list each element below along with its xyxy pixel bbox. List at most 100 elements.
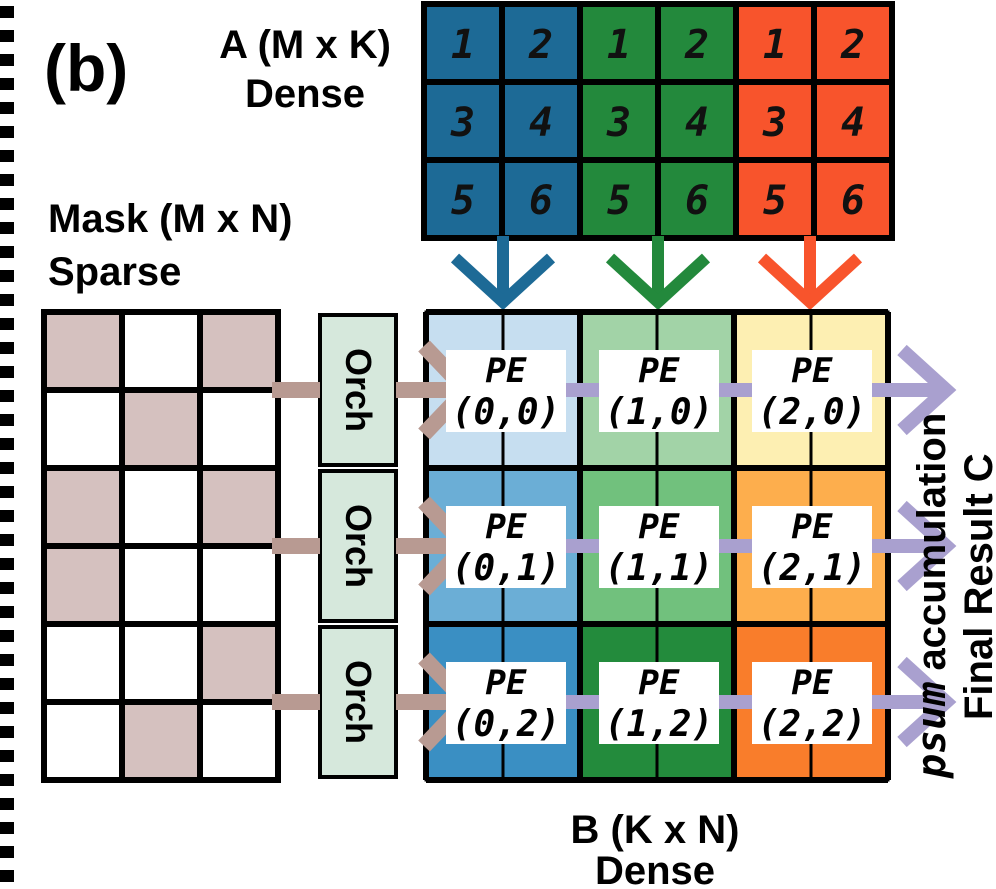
border-dash bbox=[0, 270, 14, 282]
border-dash bbox=[0, 702, 14, 714]
pe-box bbox=[599, 662, 719, 744]
pe-name: PE bbox=[792, 351, 833, 391]
pe-name: PE bbox=[792, 663, 833, 703]
mask-cell bbox=[197, 699, 281, 783]
pe-name: PE bbox=[792, 507, 833, 547]
border-dash bbox=[0, 174, 14, 186]
mask-cell bbox=[119, 543, 203, 627]
border-dash bbox=[0, 30, 14, 42]
matrix-a-cell bbox=[577, 79, 661, 163]
border-dash bbox=[0, 366, 14, 378]
matrix-a-number: 5 bbox=[607, 178, 631, 224]
border-dash bbox=[0, 726, 14, 738]
pe-box bbox=[599, 350, 719, 432]
psum-arrow-head bbox=[897, 656, 957, 748]
border-dash bbox=[0, 54, 14, 66]
pe-name: PE bbox=[639, 351, 680, 391]
pe-coord: (1,2) bbox=[605, 704, 713, 745]
mask-cell bbox=[119, 699, 203, 783]
down-arrow-head bbox=[450, 253, 556, 311]
matrix-a-number: 2 bbox=[684, 22, 709, 68]
matrix-a-subtitle: Dense bbox=[245, 72, 365, 116]
pe-name: PE bbox=[486, 663, 527, 703]
matrix-a-number: 4 bbox=[685, 100, 709, 146]
border-dash bbox=[0, 774, 14, 786]
pe-name: PE bbox=[486, 507, 527, 547]
mask-cell bbox=[41, 465, 125, 549]
border-dash bbox=[0, 414, 14, 426]
mask-cell bbox=[119, 621, 203, 705]
pe-box bbox=[446, 662, 566, 744]
dashed-border bbox=[0, 6, 14, 882]
border-dash bbox=[0, 78, 14, 90]
mask-grid bbox=[41, 309, 281, 783]
border-dash bbox=[0, 678, 14, 690]
matrix-b-subtitle: Dense bbox=[595, 849, 715, 889]
matrix-a-number: 6 bbox=[685, 178, 709, 224]
mask-cell bbox=[119, 387, 203, 471]
matrix-a-title: A (M x K) bbox=[219, 23, 391, 67]
border-dash bbox=[0, 534, 14, 546]
matrix-a-number: 3 bbox=[762, 100, 787, 146]
matrix-a-number: 6 bbox=[529, 178, 553, 224]
matrix-a-number: 3 bbox=[450, 100, 475, 146]
border-dash bbox=[0, 438, 14, 450]
border-dash bbox=[0, 318, 14, 330]
orch-label: Orch bbox=[338, 348, 379, 432]
border-dash bbox=[0, 246, 14, 258]
pe-box bbox=[599, 506, 719, 588]
orch-label: Orch bbox=[338, 504, 379, 588]
mask-cell bbox=[197, 465, 281, 549]
matrix-a-number: 6 bbox=[841, 178, 865, 224]
pe-labels: PE(0,0)PE(1,0)PE(2,0)PE(0,1)PE(1,1)PE(2,… bbox=[446, 350, 872, 745]
border-dash bbox=[0, 606, 14, 618]
matrix-a-number: 4 bbox=[529, 100, 553, 146]
psum-accumulation-label: psum accumulation bbox=[909, 413, 955, 779]
orch-label: Orch bbox=[338, 660, 379, 744]
mask-cell bbox=[41, 387, 125, 471]
pe-name: PE bbox=[639, 507, 680, 547]
border-dash bbox=[0, 870, 14, 882]
pe-coord: (1,1) bbox=[605, 548, 713, 589]
matrix-a-number: 2 bbox=[528, 22, 553, 68]
pe-coord: (2,2) bbox=[758, 704, 866, 745]
mask-cell bbox=[197, 387, 281, 471]
matrix-a-number: 1 bbox=[607, 22, 631, 68]
psum-arrow-head bbox=[897, 500, 957, 592]
a-to-pe-arrows bbox=[450, 236, 863, 311]
border-dash bbox=[0, 222, 14, 234]
matrix-a-number: 2 bbox=[840, 22, 865, 68]
final-result-label: Final Result C bbox=[957, 453, 996, 720]
pe-coord: (2,1) bbox=[758, 548, 866, 589]
pe-coord: (1,0) bbox=[605, 392, 713, 433]
matrix-a-number: 1 bbox=[451, 22, 475, 68]
matrix-a-cell bbox=[811, 79, 895, 163]
mask-cell bbox=[119, 465, 203, 549]
border-dash bbox=[0, 846, 14, 858]
pe-name: PE bbox=[639, 663, 680, 703]
border-dash bbox=[0, 654, 14, 666]
psum-label: psum bbox=[909, 682, 955, 779]
mask-cell bbox=[41, 699, 125, 783]
border-dash bbox=[0, 630, 14, 642]
border-dash bbox=[0, 102, 14, 114]
border-dash bbox=[0, 462, 14, 474]
psum-arrow-head bbox=[897, 344, 957, 436]
matrix-a-number: 5 bbox=[451, 178, 475, 224]
orch-box bbox=[318, 313, 398, 467]
pe-coord: (2,0) bbox=[758, 392, 866, 433]
mask-cell bbox=[197, 621, 281, 705]
down-arrow-head bbox=[605, 253, 711, 311]
mask-cell bbox=[41, 543, 125, 627]
matrix-a-cell bbox=[577, 157, 661, 241]
matrix-a-number: 1 bbox=[763, 22, 787, 68]
pe-box bbox=[446, 506, 566, 588]
pe-box bbox=[752, 506, 872, 588]
panel-label: (b) bbox=[44, 31, 128, 105]
orch-box bbox=[318, 469, 398, 623]
mask-cell bbox=[41, 309, 125, 393]
mask-subtitle: Sparse bbox=[48, 250, 181, 294]
